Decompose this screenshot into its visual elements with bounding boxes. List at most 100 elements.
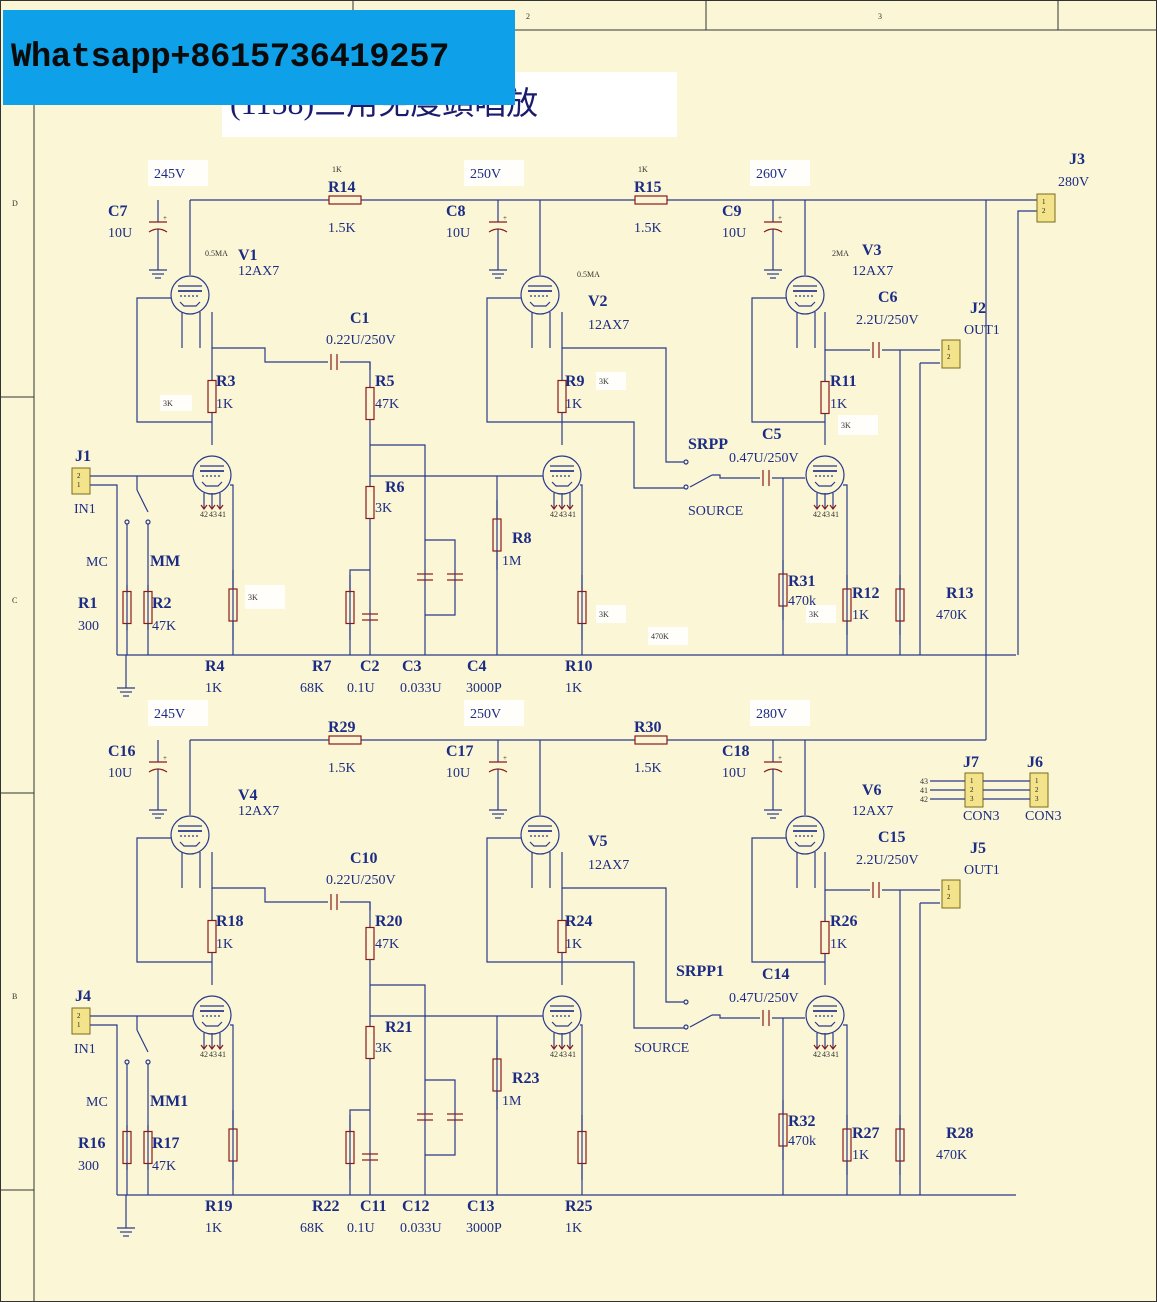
pin-number: 1 [77,1021,81,1029]
pin-number: 43 [559,510,567,519]
resistor-body [634,735,668,745]
connector-icon: 12 [941,879,961,909]
pin-number: 43 [822,1050,830,1059]
component-ref: C6 [878,289,898,306]
switch-lever [136,489,149,513]
note-box [160,395,192,411]
pin-number: 42 [200,1050,208,1059]
component-value: 300 [78,619,99,634]
component-value: 0.1U [347,1221,375,1236]
polarity-mark: + [778,214,782,222]
component-ref: C7 [108,203,128,220]
capacitor-icon [330,894,338,910]
vacuum-tube-icon [542,995,582,1035]
pin-number: 41 [568,1050,576,1059]
component-value: 1M [502,554,522,569]
connector-label: CON3 [1025,809,1062,824]
resistor-icon [122,1125,132,1170]
resistor-icon [143,1125,153,1170]
heater-arrow [566,1044,574,1050]
resistor-icon [778,1100,788,1160]
resistor-icon [365,985,375,1100]
component-value: 0.22U/250V [326,333,396,348]
component-ref: R1 [78,595,98,612]
tube-cathode [529,301,551,307]
wire [561,312,684,463]
switch-lever [689,1014,713,1028]
switch-label: SRPP1 [676,963,724,980]
note-box [464,700,524,726]
component-ref: R24 [565,913,593,930]
supply-note: 1K [638,165,648,174]
wire [1017,210,1038,655]
heater-arrow [829,1044,837,1050]
tube-envelope [520,275,560,315]
resistor-icon [207,348,217,445]
heater-arrow [216,504,224,510]
component-value: 1K [216,937,233,952]
component-value: 2.2U/250V [856,853,919,868]
heater-arrow [813,1044,821,1050]
heater-arrow [216,1044,224,1050]
component-ref: R8 [512,530,532,547]
tube-type: 12AX7 [588,858,629,873]
note-box [648,627,688,645]
note-label: 3K [809,610,819,619]
pin-number: 42 [813,1050,821,1059]
switch-contact [124,1059,130,1065]
wire [211,312,328,363]
resistor-icon [778,560,788,620]
pin-number: 2 [1042,207,1046,215]
resistor-icon [634,195,668,205]
tube-envelope [785,275,825,315]
component-value: 3K [375,501,392,516]
heater-arrow [813,504,821,510]
row-mark: D [12,199,18,208]
capacitor-icon [762,470,770,486]
switch-label: MC [86,555,108,570]
resistor-icon [122,585,132,630]
resistor-icon [895,1115,905,1175]
wire [340,901,371,910]
component-ref: R10 [565,658,593,675]
polarity-mark: + [163,754,167,762]
vacuum-tube-icon [805,455,845,495]
column-mark: 2 [526,12,530,21]
note-box [596,372,626,390]
heater-arrow [821,1044,829,1050]
resistor-icon [365,445,375,560]
component-value: 0.1U [347,681,375,696]
connector-body [1036,193,1056,223]
ground-icon [117,1227,135,1237]
note-box [245,585,285,609]
switch-label: SRPP [688,436,728,453]
switch-lever [136,1029,149,1053]
pin-number: 43 [209,510,217,519]
component-value: 0.22U/250V [326,873,396,888]
component-value: 0.033U [400,681,442,696]
pin-number: 42 [813,510,821,519]
resistor-icon [328,735,362,745]
note-label: 3K [841,421,851,430]
component-value: 1K [565,397,582,412]
connector-body [941,339,961,369]
pin-number: 1 [970,777,974,785]
resistor-icon [365,902,375,985]
pin-number: 2 [1035,786,1039,794]
resistor-icon [634,735,668,745]
pin-number: 41 [218,510,226,519]
pin-number: 2 [77,472,81,480]
connector-icon: 21 [71,467,91,495]
switch-icon [683,459,713,490]
component-ref: R6 [385,479,405,496]
component-ref: C18 [722,743,750,760]
switch-contact [145,1059,151,1065]
connector-ref: J7 [963,754,979,771]
pin-number: 2 [947,893,951,901]
pin-number: 42 [550,510,558,519]
wire [136,297,212,423]
component-value: 1K [205,1221,222,1236]
tube-type: 12AX7 [852,264,893,279]
